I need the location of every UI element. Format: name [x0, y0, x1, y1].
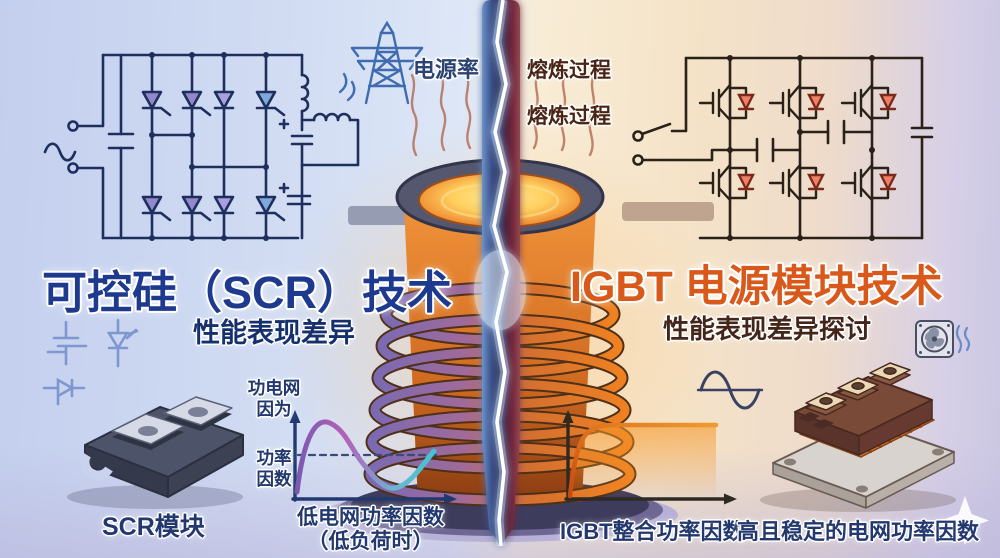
y-label-line: 功电网: [247, 378, 301, 398]
left-chart-y-label-top: 功电网 因为: [238, 378, 310, 420]
igbt-module-illustration: [760, 362, 956, 512]
left-subtitle: 性能表现差异: [193, 318, 355, 348]
y-label-line: 因数: [256, 469, 292, 489]
melting-process-label-top: 熔炼过程: [527, 59, 611, 82]
left-title: 可控硅（SCR）技术: [42, 267, 453, 318]
component-symbol-sketches: [42, 318, 139, 406]
melting-process-label-bottom: 熔炼过程: [527, 105, 611, 128]
igbt-circuit-schematic: [632, 55, 934, 241]
scr-circuit-schematic: [43, 52, 360, 241]
power-tower-icon: [338, 20, 424, 105]
y-label-line: 功率: [256, 448, 292, 468]
igbt-chart-x-label: IGBT整合功率因数: [560, 519, 745, 544]
x-label-line: 低电网功率因数: [297, 506, 444, 529]
right-title: IGBT 电源模块技术: [570, 263, 943, 311]
scr-module-illustration: [67, 396, 244, 509]
igbt-power-factor-chart: [562, 410, 737, 505]
ac-waveform-icon: [696, 370, 764, 410]
cooling-fan-icon: [915, 320, 971, 358]
right-subtitle: 性能表现差异探讨: [663, 314, 872, 344]
scr-power-factor-chart: [289, 410, 457, 505]
igbt-switch-symbols: [698, 83, 897, 202]
lightning-divider: [474, 0, 526, 547]
grid-power-label: 电源率: [413, 57, 480, 82]
igbt-module-caption: 高且稳定的电网功率因数: [737, 519, 980, 544]
scr-module-label: SCR模块: [102, 513, 205, 541]
left-chart-x-label: 低电网功率因数 （低负荷时）: [283, 506, 458, 554]
left-chart-y-label-mid: 功率 因数: [238, 448, 310, 490]
y-label-line: 因为: [256, 399, 292, 419]
sparkle-icon: [941, 496, 989, 545]
x-label-line: （低负荷时）: [307, 530, 434, 553]
heat-wisps: [410, 71, 596, 157]
airflow-waves-icon: [955, 324, 971, 354]
